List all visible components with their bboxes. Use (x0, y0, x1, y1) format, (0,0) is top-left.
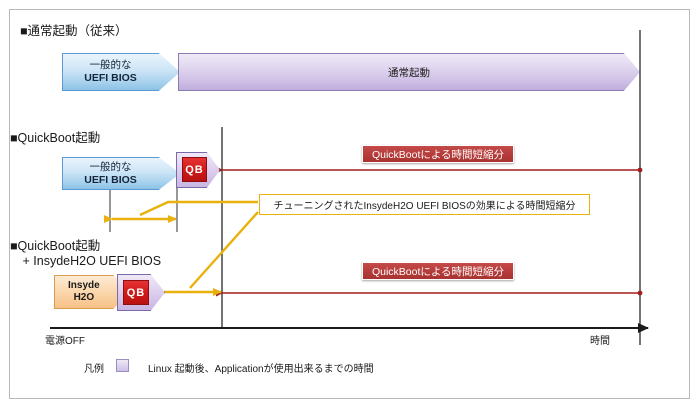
uefi-bios-label-1: 一般的な UEFI BIOS (63, 54, 158, 90)
insyde-line1: Insyde (68, 280, 100, 291)
insyde-line2: H2O (73, 292, 95, 303)
section-title-quickboot-insyde-line1: ■QuickBoot起動 (10, 239, 101, 253)
legend-description: Linux 起動後、Applicationが使用出来るまでの時間 (148, 364, 374, 375)
section-title-normal-boot: ■通常起動（従来） (20, 24, 128, 38)
section-title-quickboot: ■QuickBoot起動 (10, 131, 101, 145)
uefi-bios-label-2: 一般的な UEFI BIOS (63, 158, 158, 189)
normal-boot-label: 通常起動 (388, 66, 430, 79)
qb-badge-2: QB (182, 157, 207, 182)
insyde-h2o-label: Insyde H2O (55, 276, 113, 308)
uefi-bios-line1-1: 一般的な (89, 59, 132, 71)
axis-label-power-off: 電源OFF (45, 336, 85, 347)
section-title-quickboot-insyde-line2: + InsydeH2O UEFI BIOS (10, 254, 162, 268)
saving-label-3: QuickBootによる時間短縮分 (362, 262, 514, 280)
uefi-bios-block-2: 一般的な UEFI BIOS (62, 157, 180, 190)
axis-label-time: 時間 (590, 336, 610, 347)
uefi-bios-block-1: 一般的な UEFI BIOS (62, 53, 180, 91)
saving-label-2: QuickBootによる時間短縮分 (362, 145, 514, 163)
yellow-connector-2 (189, 211, 259, 289)
normal-boot-block: 通常起動 (178, 53, 640, 91)
uefi-bios-line2-2: UEFI BIOS (84, 173, 137, 186)
legend-swatch-purple (116, 359, 129, 372)
tuning-callout: チューニングされたInsydeH2O UEFI BIOSの効果による時間短縮分 (259, 194, 590, 215)
qb-badge-3: QB (123, 280, 149, 305)
legend-title: 凡例 (84, 364, 104, 375)
uefi-bios-line1-2: 一般的な (89, 160, 132, 173)
yellow-connector-1 (139, 200, 258, 217)
uefi-bios-line2-1: UEFI BIOS (84, 72, 137, 84)
